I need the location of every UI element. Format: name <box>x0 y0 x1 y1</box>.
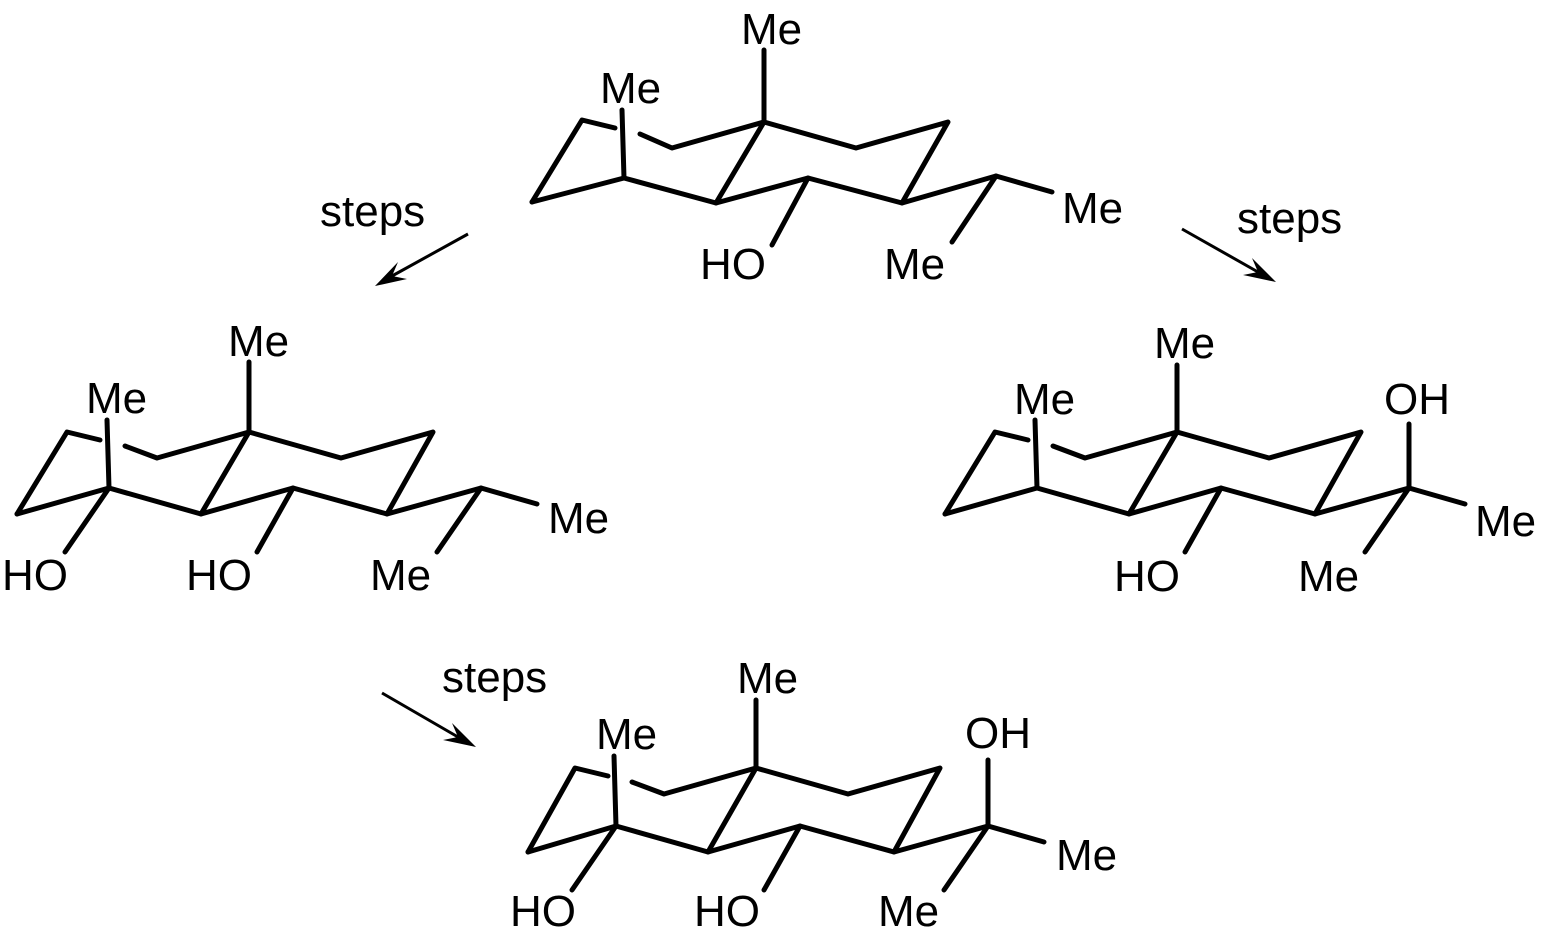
arrow-label: steps <box>1237 194 1342 243</box>
bond-skeleton <box>525 697 1047 893</box>
methyl-label: Me <box>548 494 609 543</box>
methyl-label: Me <box>884 240 945 289</box>
methyl-label: Me <box>878 887 939 934</box>
methyl-label: Me <box>1298 552 1359 601</box>
hydroxyl-label: HO <box>1114 552 1180 601</box>
methyl-label: Me <box>86 374 147 423</box>
structure-right-product: Me Me OH HO Me Me <box>942 319 1536 601</box>
methyl-label: Me <box>741 5 802 54</box>
reaction-arrow-bottom: steps <box>381 653 547 747</box>
bond-skeleton <box>14 359 540 555</box>
hydroxyl-label: HO <box>510 887 576 934</box>
methyl-label: Me <box>370 551 431 600</box>
bond-skeleton <box>942 362 1468 555</box>
hydroxyl-label: HO <box>2 551 68 600</box>
methyl-label: Me <box>596 710 657 759</box>
methyl-label: Me <box>1014 375 1075 424</box>
methyl-label: Me <box>1475 497 1536 546</box>
hydroxyl-label: HO <box>700 240 766 289</box>
hydroxyl-label: OH <box>1384 375 1450 424</box>
arrow-shaft <box>1181 227 1259 274</box>
hydroxyl-label: HO <box>186 551 252 600</box>
structure-bottom-product: Me Me OH HO HO Me Me <box>510 654 1117 934</box>
structure-starting-material: Me Me HO Me Me <box>529 5 1123 289</box>
methyl-label: Me <box>737 654 798 703</box>
methyl-label: Me <box>1154 319 1215 368</box>
methyl-label: Me <box>600 64 661 113</box>
hydroxyl-label: OH <box>965 709 1031 758</box>
arrow-label: steps <box>320 187 425 236</box>
arrow-head <box>443 723 476 747</box>
bond-skeleton <box>529 47 1055 248</box>
methyl-label: Me <box>1062 184 1123 233</box>
methyl-label: Me <box>228 317 289 366</box>
reaction-arrow-top-left: steps <box>320 187 469 286</box>
arrow-shaft <box>381 691 459 739</box>
arrow-head <box>375 262 407 286</box>
arrow-shaft <box>391 232 469 278</box>
structure-left-product: Me Me HO HO Me Me <box>2 317 609 600</box>
arrow-head <box>1243 258 1276 282</box>
reaction-arrow-top-right: steps <box>1181 194 1342 282</box>
arrow-label: steps <box>442 653 547 702</box>
methyl-label: Me <box>1056 831 1117 880</box>
hydroxyl-label: HO <box>694 887 760 934</box>
